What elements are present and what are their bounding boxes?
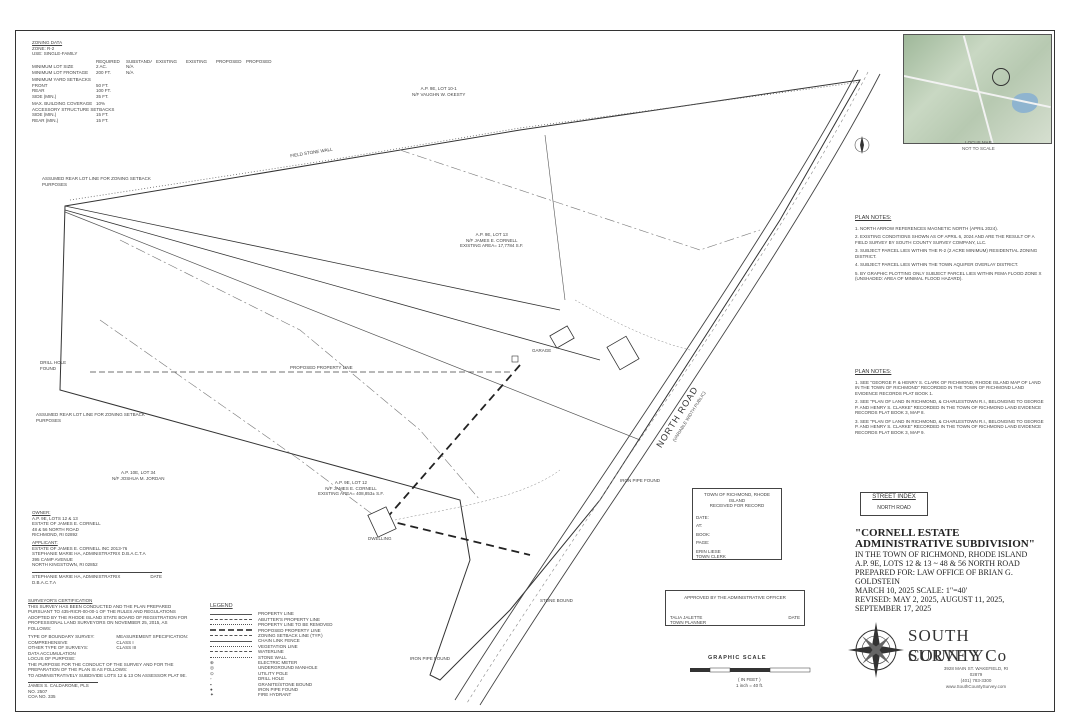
iron-pipe-label: IRON PIPE FOUND [410, 656, 451, 661]
signature-line: STEPHANIE MARIE HA, ADMINISTRATRIX D.B.A… [32, 572, 162, 585]
driveway [394, 469, 561, 521]
proposed-line-label: PROPOSED PROPERTY LINE [290, 365, 353, 370]
proposed-property-line [384, 364, 521, 521]
lot13-label: A.P. 9E, LOT 13 N/F JAMES E. CORNELL EXI… [460, 232, 524, 248]
owner-block: OWNER: A.P. 9E, LOTS 12 & 13 ESTATE OF J… [32, 510, 101, 537]
locus-label: LOCUS MAP NOT TO SCALE [962, 140, 995, 151]
legend-item: PROPERTY LINE TO BE REMOVED [210, 622, 360, 627]
dwelling-lot12 [367, 506, 397, 538]
dwelling-lot13 [606, 335, 640, 371]
zoning-row: MINIMUM YARD SETBACKS [32, 77, 91, 82]
zoning-setback [399, 149, 761, 251]
lot-line [64, 209, 601, 361]
legend-item: ⊙UTILITY POLE [210, 670, 288, 676]
locus-map [903, 34, 1052, 144]
parcel-boundary [59, 79, 861, 681]
proposed-property-line [384, 519, 531, 556]
lot-line [544, 134, 566, 301]
zoning-data-table: ZONING DATA ZONE: R-2 USE: SINGLE-FAMILY… [32, 40, 322, 123]
zoning-setback [99, 319, 381, 521]
iron-pipe-label-2: IRON PIPE FOUND [620, 478, 661, 483]
legend-item: ◎UNDERGROUND MANHOLE [210, 665, 318, 671]
dwelling-label: DWELLING [368, 536, 392, 541]
road-line-west [454, 69, 859, 701]
garage [549, 325, 575, 349]
zoning-col: SUBSTANDARD LOT [126, 58, 152, 64]
plan-notes-1: PLAN NOTES: 1. NORTH ARROW REFERENCES MA… [855, 215, 1042, 281]
zoning-title: ZONING DATA [32, 40, 63, 45]
zoning-row: SIDE (MIN.)15 FT. [32, 112, 109, 117]
road-line-east [479, 73, 881, 706]
recording-box: TOWN OF RICHMOND, RHODE ISLAND RECEIVED … [692, 488, 782, 560]
graphic-scale-title: GRAPHIC SCALE [708, 655, 767, 661]
compass-rose-logo [848, 622, 904, 678]
legend-item: ⊕ELECTRIC METER [210, 659, 298, 665]
legend-item: STONE WALL [210, 655, 360, 660]
road-edge-dashed [466, 71, 869, 704]
assumed-rear-lot-line-label-2: ASSUMED REAR LOT LINE FOR ZONING SETBACK… [36, 412, 145, 423]
lot12-label: A.P. 9E, LOT 12 N/F JAMES E. CORNELL EXI… [318, 480, 384, 496]
shed [511, 355, 519, 363]
applicant-block: APPLICANT: ESTATE OF JAMES E. CORNELL IN… [32, 540, 146, 567]
lot10-label: A.P. 9E, LOT 10-1 N/F VAUGHN W. OKESTY [412, 86, 466, 97]
legend-item: VEGETATION LINE [210, 644, 360, 649]
legend-item: PROPOSED PROPERTY LINE [210, 628, 360, 633]
legend-item: PROPERTY LINE [210, 611, 360, 617]
title-block: "CORNELL ESTATE ADMINISTRATIVE SUBDIVISI… [855, 527, 1050, 614]
legend-item: ABUTTER'S PROPERTY LINE [210, 617, 360, 622]
zoning-zone: ZONE: R-2 [32, 45, 55, 51]
legend: LEGEND PROPERTY LINE ABUTTER'S PROPERTY … [210, 603, 360, 698]
drill-hole-label: DRILL HOLE FOUND [40, 360, 67, 371]
surveyor-certification: SURVEYOR'S CERTIFICATION THIS SURVEY HAS… [28, 598, 188, 699]
zoning-col: PROPOSED [216, 58, 242, 64]
company-logo: SOUTH COUNTY SURVEY Co 3928 MAIN ST. WAK… [908, 626, 1009, 689]
zoning-col: EXISTING [186, 58, 208, 64]
zoning-header-row: REQUIRED SUBSTANDARD LOT EXISTING EXISTI… [32, 59, 322, 65]
legend-item: CHAIN LINK FENCE [210, 638, 360, 643]
legend-item: ✦FIRE HYDRANT [210, 692, 292, 698]
plan-title: "CORNELL ESTATE ADMINISTRATIVE SUBDIVISI… [855, 527, 1035, 550]
lot34-label: A.P. 10E, LOT 34 N/F JOSHUA M. JORDAN [112, 470, 165, 481]
locus-site-marker [992, 68, 1010, 86]
zoning-col: EXISTING [156, 58, 178, 64]
plan-notes-2: PLAN NOTES: 1. SEE "GEORGE P. & HENRY S.… [855, 369, 1044, 435]
zoning-col: REQUIRED [96, 58, 120, 64]
stone-bound-label: STONE BOUND [540, 598, 573, 603]
zoning-use: USE: SINGLE-FAMILY [32, 51, 78, 56]
approval-box: APPROVED BY THE ADMINISTRATIVE OFFICER T… [665, 590, 805, 626]
zoning-row: SIDE (MIN.)35 FT. [32, 93, 109, 99]
lot-line [64, 211, 641, 441]
north-arrow [854, 136, 870, 154]
legend-item: ●IRON PIPE FOUND [210, 686, 299, 692]
graphic-scale-unit: ( IN FEET ) [738, 677, 761, 682]
graphic-scale-ratio: 1 inch = 40 ft. [736, 683, 764, 688]
driveway [574, 299, 691, 351]
stone-wall [69, 81, 861, 201]
legend-item: ▪GRANITE/STONE BOUND [210, 681, 313, 687]
lake [1012, 93, 1038, 113]
zoning-col: PROPOSED [246, 58, 272, 64]
zoning-row: REAR (MIN.)15 FT. [32, 117, 109, 123]
legend-item: ZONING SETBACK LINE (TYP.) [210, 633, 360, 638]
legend-item: ◦DRILL HOLE [210, 676, 285, 682]
street-index: STREET INDEX NORTH ROAD [860, 492, 928, 516]
lot-line [64, 205, 561, 311]
garage-label: GARAGE [532, 348, 552, 353]
zoning-row: ACCESSORY STRUCTURE SETBACKS [32, 106, 115, 112]
assumed-rear-lot-line-label: ASSUMED REAR LOT LINE FOR ZONING SETBACK… [42, 176, 151, 187]
sheet-border [15, 30, 1055, 712]
graphic-scale-bar [690, 667, 811, 673]
zoning-setback [119, 239, 481, 501]
legend-item: WATERLINE [210, 649, 360, 654]
